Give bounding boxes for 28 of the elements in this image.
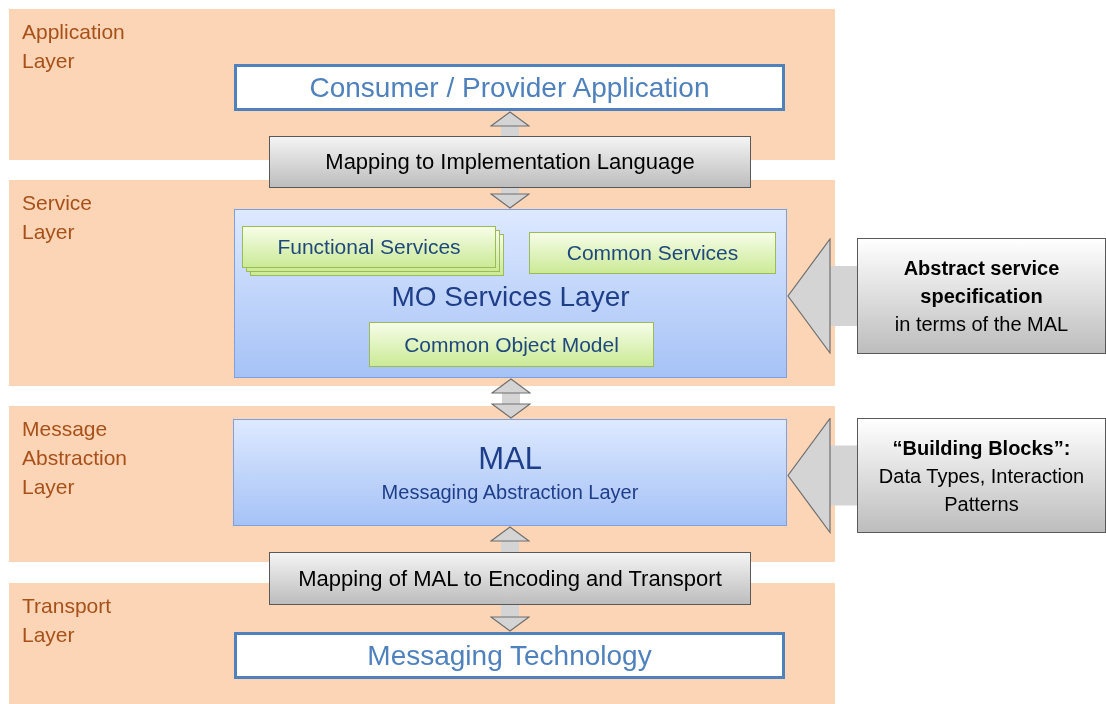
layer-box — [233, 419, 787, 526]
callout-text: in terms of the MAL — [893, 312, 1070, 337]
layer-band — [9, 180, 835, 386]
service-box: Common Object Model — [369, 322, 654, 367]
callout-heading: “Building Blocks”: — [891, 435, 1072, 461]
arrow — [490, 111, 530, 136]
layer-label: Application Layer — [22, 19, 126, 74]
layer-label: Transport Layer — [22, 593, 113, 648]
mapping-box: Mapping of MAL to Encoding and Transport — [269, 552, 751, 605]
component-box: Messaging Technology — [234, 632, 785, 679]
mapping-box: Mapping to Implementation Language — [269, 136, 751, 188]
arrow — [490, 526, 530, 552]
arrow — [490, 188, 530, 209]
layer-subtitle: Messaging Abstraction Layer — [380, 480, 640, 505]
service-box: Common Services — [529, 232, 776, 274]
block-arrow — [787, 417, 857, 534]
callout-box — [857, 418, 1106, 533]
double-arrow — [491, 378, 531, 419]
layer-label: Service Layer — [22, 190, 94, 245]
layer-box — [234, 209, 787, 378]
callout-text: Data Types, Interaction Patterns — [877, 463, 1086, 517]
component-box: Consumer / Provider Application — [234, 64, 785, 111]
layer-band — [9, 406, 835, 562]
layer-title: MO Services Layer — [390, 280, 631, 314]
layer-label: Message Abstraction Layer — [22, 416, 129, 500]
layer-title: MAL — [477, 440, 543, 478]
callout-box — [857, 238, 1106, 354]
arrow — [490, 605, 530, 632]
